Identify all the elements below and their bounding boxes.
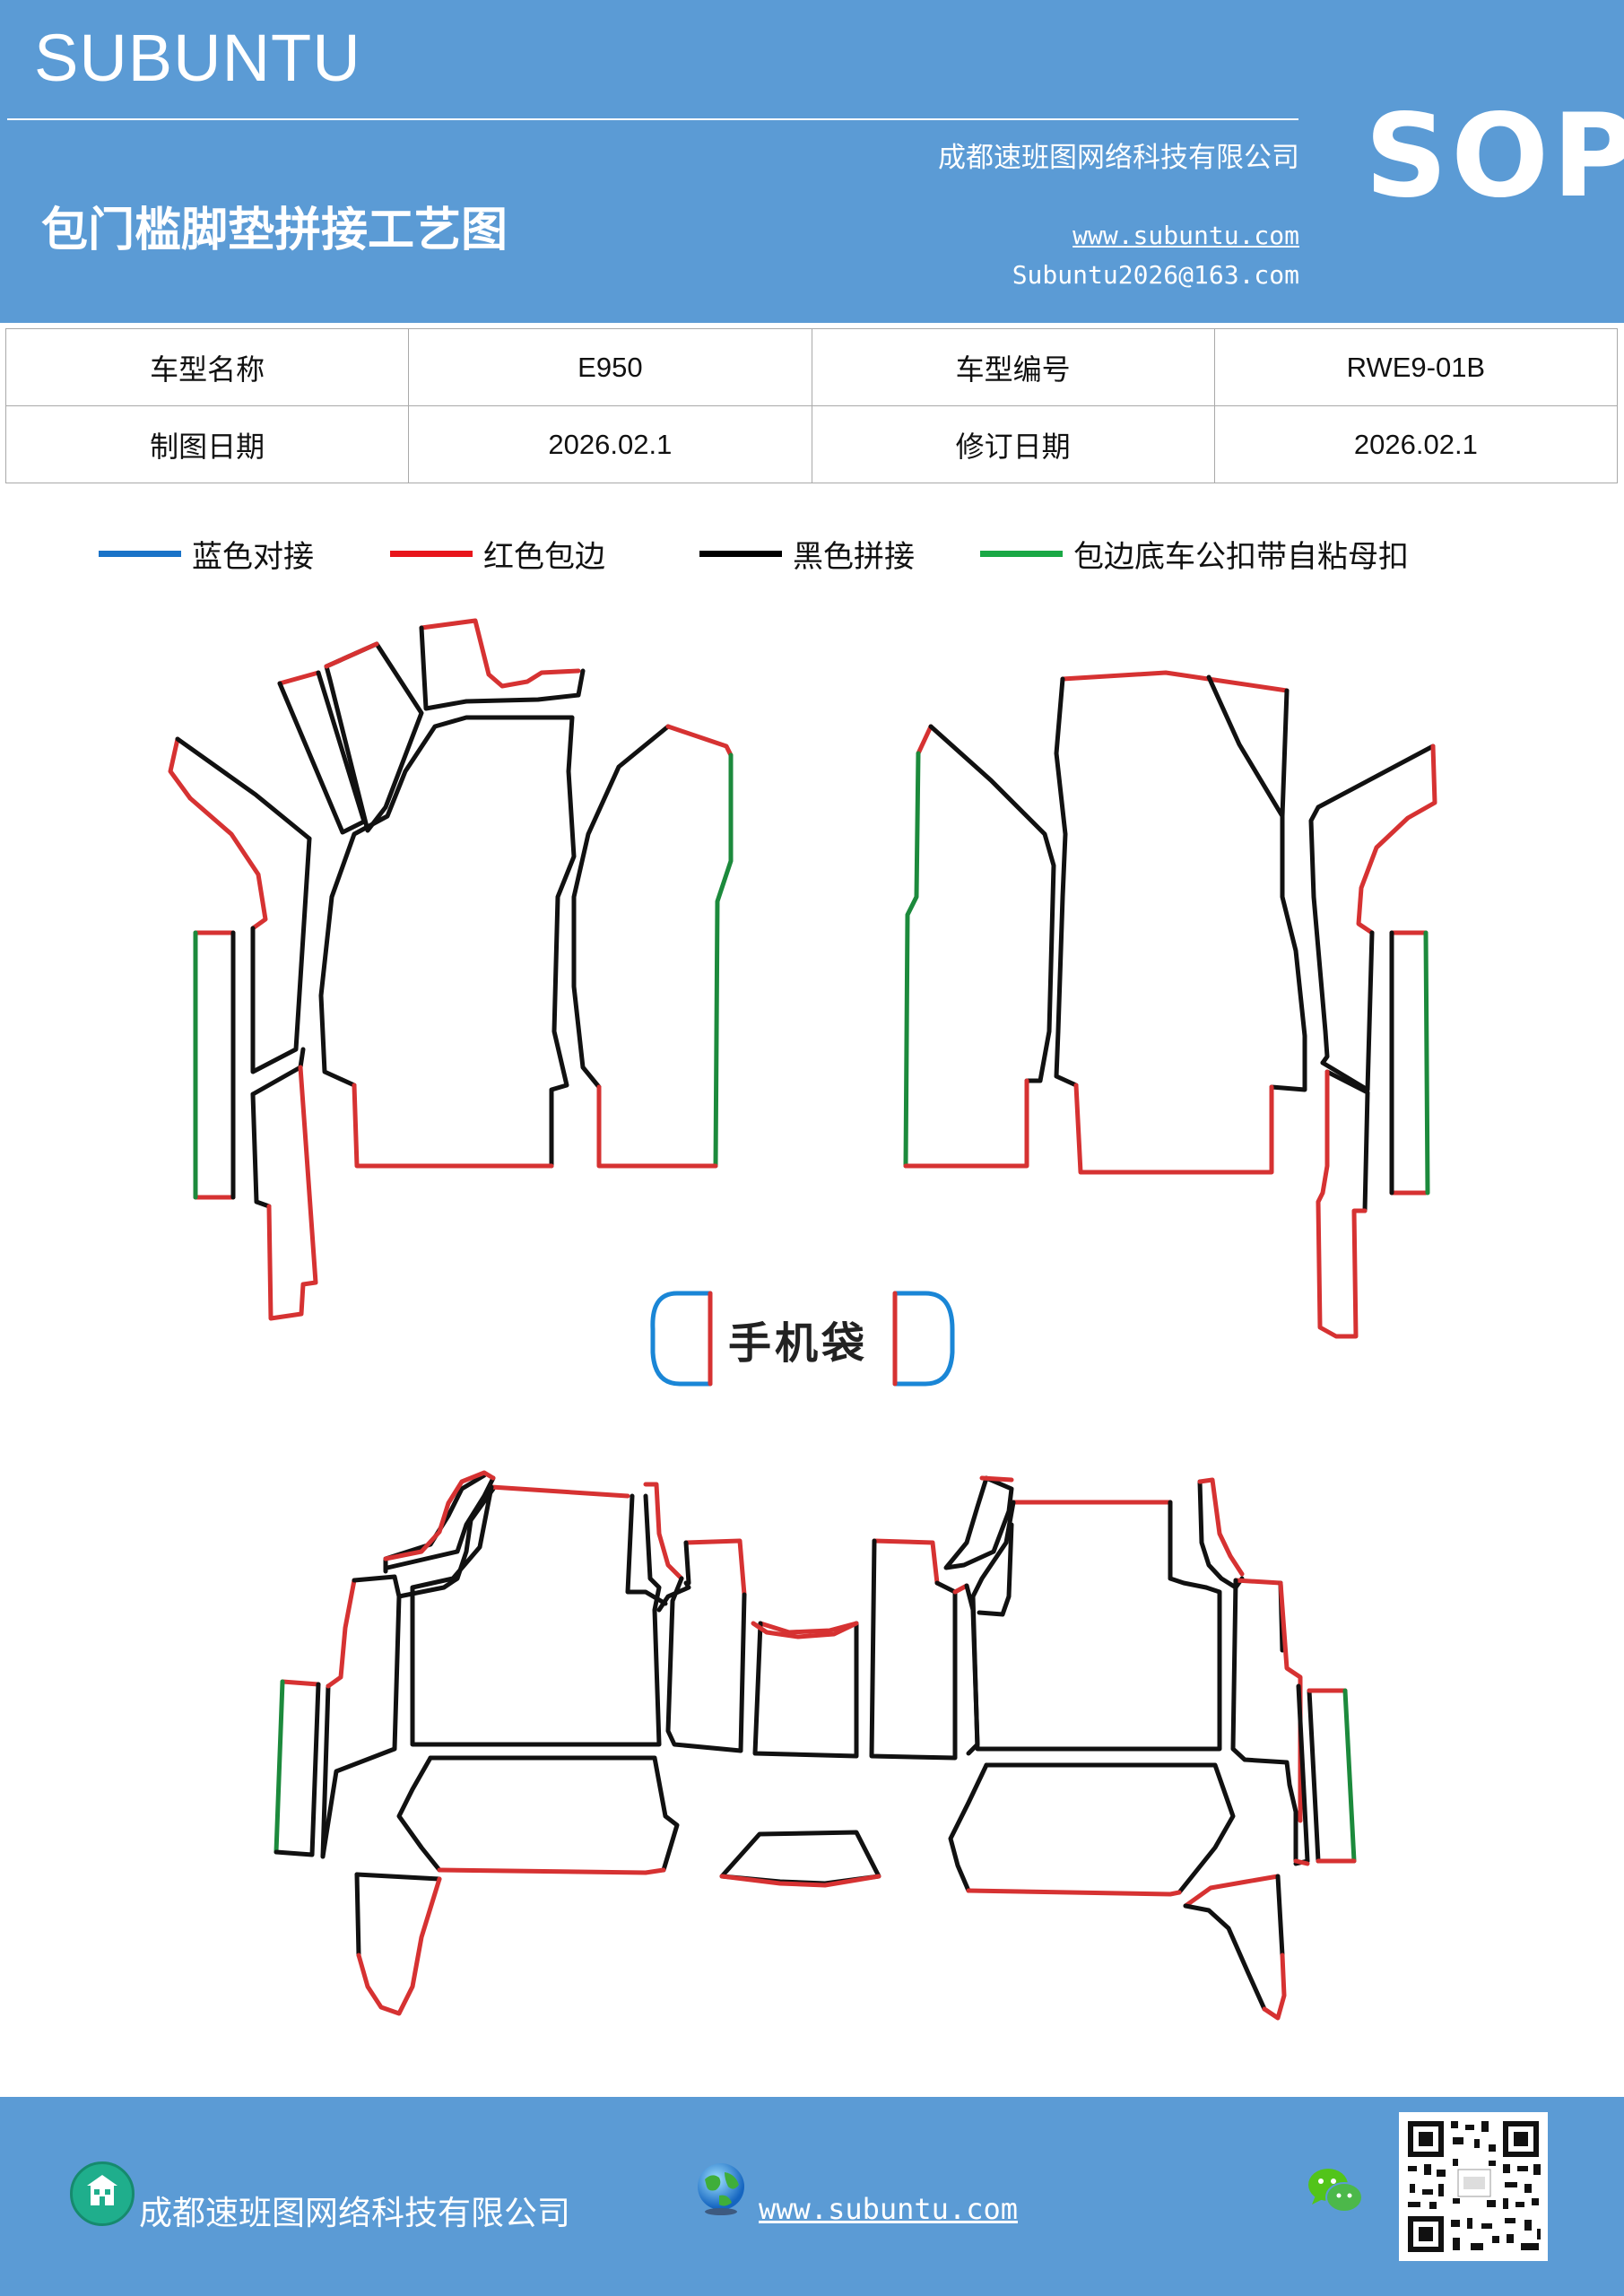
header-company: 成都速班图网络科技有限公司 [938,142,1299,174]
page-title: 包门槛脚垫拼接工艺图 [41,204,508,257]
legend-swatch [99,550,181,557]
legend-item-red: 红色包边 [390,531,605,576]
revision-date-value: 2026.02.1 [1213,405,1619,483]
building-icon [87,2175,117,2205]
model-code-value: RWE9-01B [1213,328,1619,406]
rear-middle-mats [719,1538,969,1888]
front-left-mats [168,618,734,1321]
model-name-label: 车型名称 [4,328,410,406]
legend-item-green: 包边底车公扣带自粘母扣 [980,531,1409,576]
legend-swatch [980,550,1063,557]
header-website-link[interactable]: www.subuntu.com [1073,221,1299,250]
draw-date-label: 制图日期 [4,405,410,483]
phone-pocket-label: 手机袋 [728,1318,869,1369]
brand-name: SUBUNTU [34,21,361,95]
legend-label: 蓝色对接 [192,538,314,575]
draw-date-value: 2026.02.1 [408,405,812,483]
footer-company: 成都速班图网络科技有限公司 [139,2194,570,2232]
legend-label: 红色包边 [483,538,605,575]
home-icon [70,2161,135,2226]
sop-badge: SOP [1365,90,1624,223]
revision-date-label: 修订日期 [811,405,1215,483]
qr-code[interactable] [1399,2112,1548,2261]
rear-right-mats [943,1475,1357,2021]
table-row: 制图日期 2026.02.1 修订日期 2026.02.1 [4,405,1619,483]
legend: 蓝色对接 红色包边 黑色拼接 包边底车公扣带自粘母扣 [0,531,1624,576]
legend-label: 包边底车公扣带自粘母扣 [1073,538,1409,575]
model-code-label: 车型编号 [811,328,1215,406]
phone-pockets [650,1291,955,1387]
legend-item-blue: 蓝色对接 [99,531,314,576]
header-email: Subuntu2026@163.com [1012,260,1299,290]
front-right-mats [903,670,1437,1339]
legend-swatch [390,550,473,557]
model-name-value: E950 [408,328,812,406]
header-divider [7,118,1298,120]
legend-label: 黑色拼接 [793,538,915,575]
footer-website-link[interactable]: www.subuntu.com [759,2192,1018,2226]
rear-left-mats [274,1470,859,2016]
header-banner [0,0,1624,323]
legend-item-black: 黑色拼接 [699,531,915,576]
wechat-icon [1308,2169,1363,2213]
table-row: 车型名称 E950 车型编号 RWE9-01B [4,328,1619,406]
legend-swatch [699,550,782,557]
info-table: 车型名称 E950 车型编号 RWE9-01B 制图日期 2026.02.1 修… [4,328,1619,483]
globe-icon [698,2163,744,2215]
